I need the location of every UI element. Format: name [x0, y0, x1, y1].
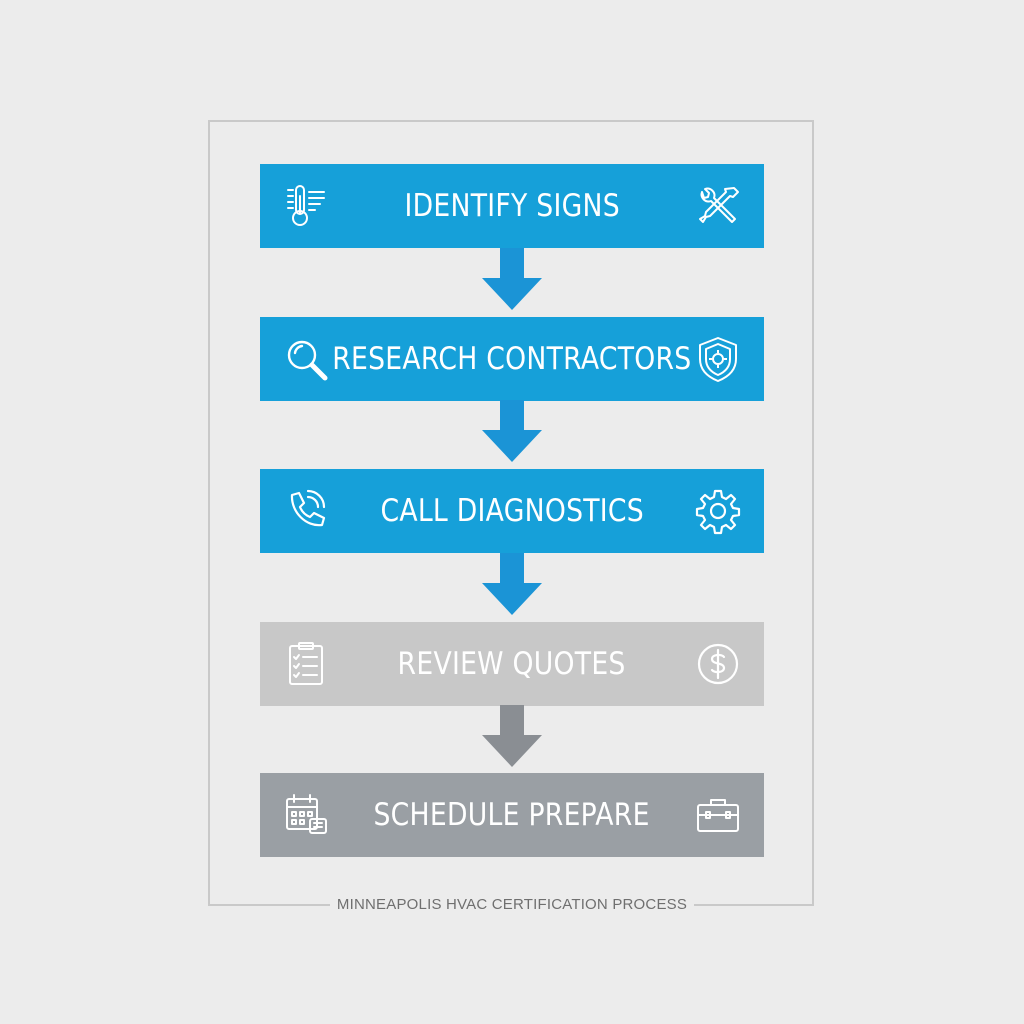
step-label: CALL DIAGNOSTICS	[380, 493, 644, 529]
diagram-caption: MINNEAPOLIS HVAC CERTIFICATION PROCESS	[330, 894, 694, 916]
toolbox-icon	[692, 789, 744, 841]
step-review-quotes: REVIEW QUOTES	[260, 622, 764, 706]
step-label: RESEARCH CONTRACTORS	[332, 341, 692, 377]
step-identify-signs: IDENTIFY SIGNS	[260, 164, 764, 248]
step-research-contractors: RESEARCH CONTRACTORS	[260, 317, 764, 401]
calendar-icon	[280, 789, 332, 841]
magnifier-icon	[280, 333, 332, 385]
phone-icon	[280, 485, 332, 537]
arrow-down-icon	[480, 705, 544, 773]
step-label: IDENTIFY SIGNS	[404, 188, 620, 224]
step-label: SCHEDULE PREPARE	[373, 797, 651, 833]
dollar-coin-icon	[692, 638, 744, 690]
thermometer-icon	[280, 180, 332, 232]
arrow-down-icon	[480, 400, 544, 468]
clipboard-checklist-icon	[280, 638, 332, 690]
step-schedule-prepare: SCHEDULE PREPARE	[260, 773, 764, 857]
gear-icon	[692, 485, 744, 537]
step-call-diagnostics: CALL DIAGNOSTICS	[260, 469, 764, 553]
arrow-down-icon	[480, 553, 544, 621]
shield-icon	[692, 333, 744, 385]
arrow-down-icon	[480, 248, 544, 316]
step-label: REVIEW QUOTES	[397, 646, 627, 682]
wrench-screwdriver-icon	[692, 180, 744, 232]
